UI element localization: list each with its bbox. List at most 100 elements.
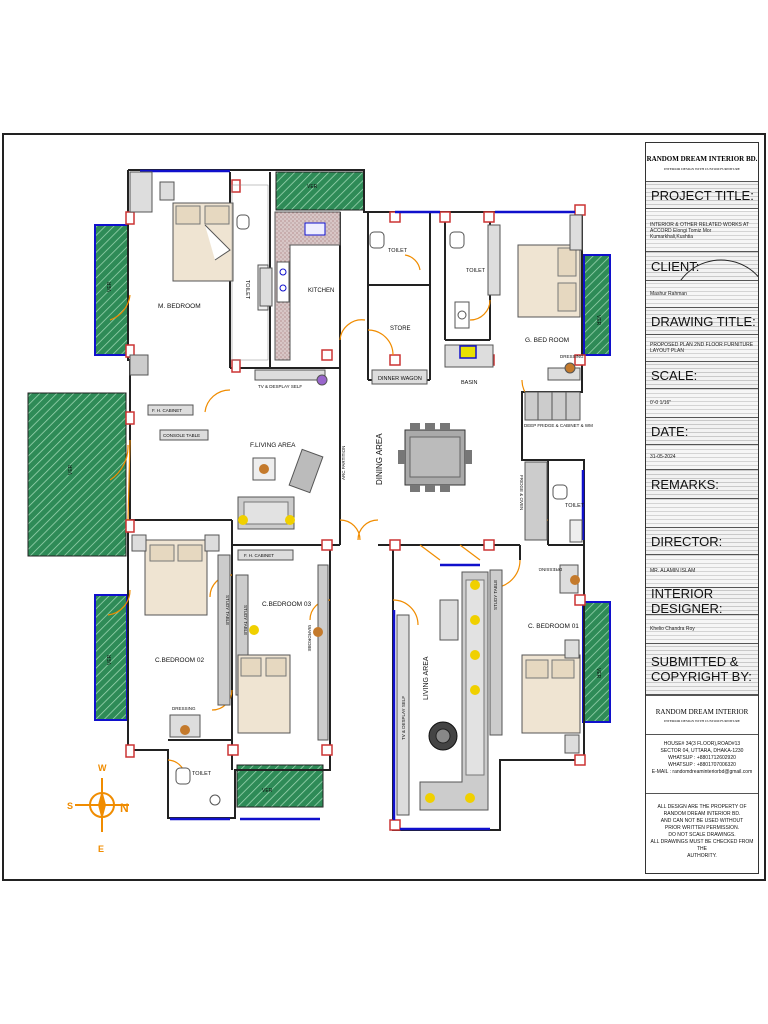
compass-east: E [98, 844, 104, 854]
room-label: TOILET [466, 268, 486, 274]
basin [459, 345, 477, 359]
wc [175, 767, 191, 785]
room-label: M. BEDROOM [158, 303, 201, 310]
firm-tagline-bottom: INTERIOR DESIGN WITH CUSTOM FURNITURE [664, 719, 740, 723]
furniture-label: DRESSING [560, 354, 584, 359]
room-label: DINING AREA [375, 433, 384, 485]
column [574, 204, 586, 216]
client-decor-arc [680, 259, 758, 280]
store-and-toilets: TOILET STORE DINNER WAGON TOILET BASIN [369, 224, 501, 386]
svg-text:VER: VER [307, 184, 318, 190]
column [321, 539, 333, 551]
toilet-c1: TOILET [552, 484, 585, 543]
study-table [217, 554, 231, 706]
svg-text:VER: VER [107, 654, 113, 665]
svg-text:VER: VER [68, 464, 74, 475]
veranda-kitchen [275, 171, 365, 211]
firm-name-bottom: RANDOM DREAM INTERIOR [655, 708, 749, 716]
furniture-label: STUDY TABLE [493, 580, 498, 610]
verandas [27, 171, 611, 808]
date-value: 31-05-2024 [646, 445, 758, 469]
pillow [265, 657, 287, 677]
veranda-c-bedroom-01 [582, 601, 611, 723]
dinner-wagon [371, 369, 428, 385]
firm-name-top: RANDOM DREAM INTERIOR BD. [646, 155, 758, 163]
veranda-c-bedroom-03-bottom [236, 764, 324, 808]
wc [236, 214, 250, 230]
wardrobe [569, 214, 583, 251]
designer-label: INTERIOR DESIGNER: [646, 586, 758, 616]
compass-south: S [67, 801, 73, 811]
column [389, 354, 401, 366]
pillow [149, 544, 175, 562]
column [483, 539, 495, 551]
room-label: TOILET [565, 503, 585, 509]
north-compass: W S N E [67, 763, 129, 854]
pillow [557, 282, 577, 312]
room-label: KITCHEN [308, 288, 334, 294]
copyright-label: SUBMITTED & COPYRIGHT BY: [646, 643, 758, 695]
windows [140, 169, 585, 831]
room-label: F.LIVING AREA [250, 442, 296, 449]
wardrobe [317, 564, 329, 741]
g-bedroom: G. BED ROOM DRESSING DEEP FRIDGE & CABIN… [517, 214, 593, 428]
living-area: TV & DESPLAY SELF LIVING AREA [396, 571, 489, 816]
drawing-title-value: PROPOSED PLAN 2ND FLOOR FURNITURE LAYOUT… [646, 335, 758, 361]
shower [454, 301, 470, 329]
column [574, 594, 586, 606]
columns [125, 179, 586, 831]
furniture-label: DINNER WAGON [378, 376, 422, 382]
column [389, 819, 401, 831]
copyright-notice: ALL DESIGN ARE THE PROPERTY OF RANDOM DR… [646, 793, 758, 873]
room-label: LIVING AREA [423, 656, 430, 700]
dining-area: DINING AREA FRIDGE & OVEN [375, 423, 548, 541]
column [125, 744, 135, 758]
room-label: TOILET [192, 771, 212, 777]
c-bedroom-02: C.BEDROOM 02 STUDY TABLE DRESSING TOILET [131, 534, 231, 806]
column [231, 359, 241, 373]
c-bedroom-01: DRESSING C. BEDROOM 01 STUDY TABLE [489, 564, 581, 754]
column [321, 744, 333, 756]
m-bedroom: M. BEDROOM TOILET [129, 171, 269, 376]
client-value: Mashur Rahman [646, 281, 758, 307]
firm-box-bottom: RANDOM DREAM INTERIOR INTERIOR DESIGN WI… [646, 695, 758, 735]
client-label: CLIENT: [646, 251, 758, 281]
furniture-label: DEEP FRIDGE & CABINET & WM [524, 423, 593, 428]
tv-display-self [254, 369, 326, 381]
column [439, 211, 451, 223]
kitchen: KITCHEN [259, 211, 341, 361]
furniture-label: FRIDGE & OVEN [519, 475, 524, 510]
veranda-m-bedroom [94, 224, 129, 356]
pillow [204, 205, 230, 225]
fridge [259, 267, 273, 307]
furniture-label: DRESSING [172, 706, 196, 711]
furniture-label: WARDROBE [307, 625, 312, 651]
column [321, 349, 333, 361]
wardrobe [129, 171, 153, 213]
drawing-title-label: DRAWING TITLE: [646, 307, 758, 335]
cabinet [487, 224, 501, 296]
room-label: C. BEDROOM 01 [528, 623, 579, 630]
room-label: STORE [390, 326, 411, 332]
room-label: TOILET [244, 280, 250, 300]
fh-cabinet [237, 549, 294, 561]
column [125, 519, 135, 533]
furniture-label: CONSOLE TABLE [163, 433, 200, 438]
room-label: G. BED ROOM [525, 337, 569, 344]
designer-value: Khelio Chandra Roy [646, 615, 758, 643]
fh-cabinet [147, 404, 194, 416]
column [574, 754, 586, 766]
pillow [551, 659, 575, 679]
furniture-label: F. H. CABINET [244, 553, 274, 558]
column [483, 211, 495, 223]
project-title-label: PROJECT TITLE: [646, 181, 758, 209]
dressing [547, 367, 581, 381]
svg-text:VER: VER [107, 281, 113, 292]
column [574, 354, 586, 366]
compass-west: W [98, 763, 107, 773]
tv-display-self [396, 614, 410, 816]
pillow [525, 659, 549, 679]
director-value: MR. ALAMIN ISLAM [646, 555, 758, 587]
column [231, 179, 241, 193]
